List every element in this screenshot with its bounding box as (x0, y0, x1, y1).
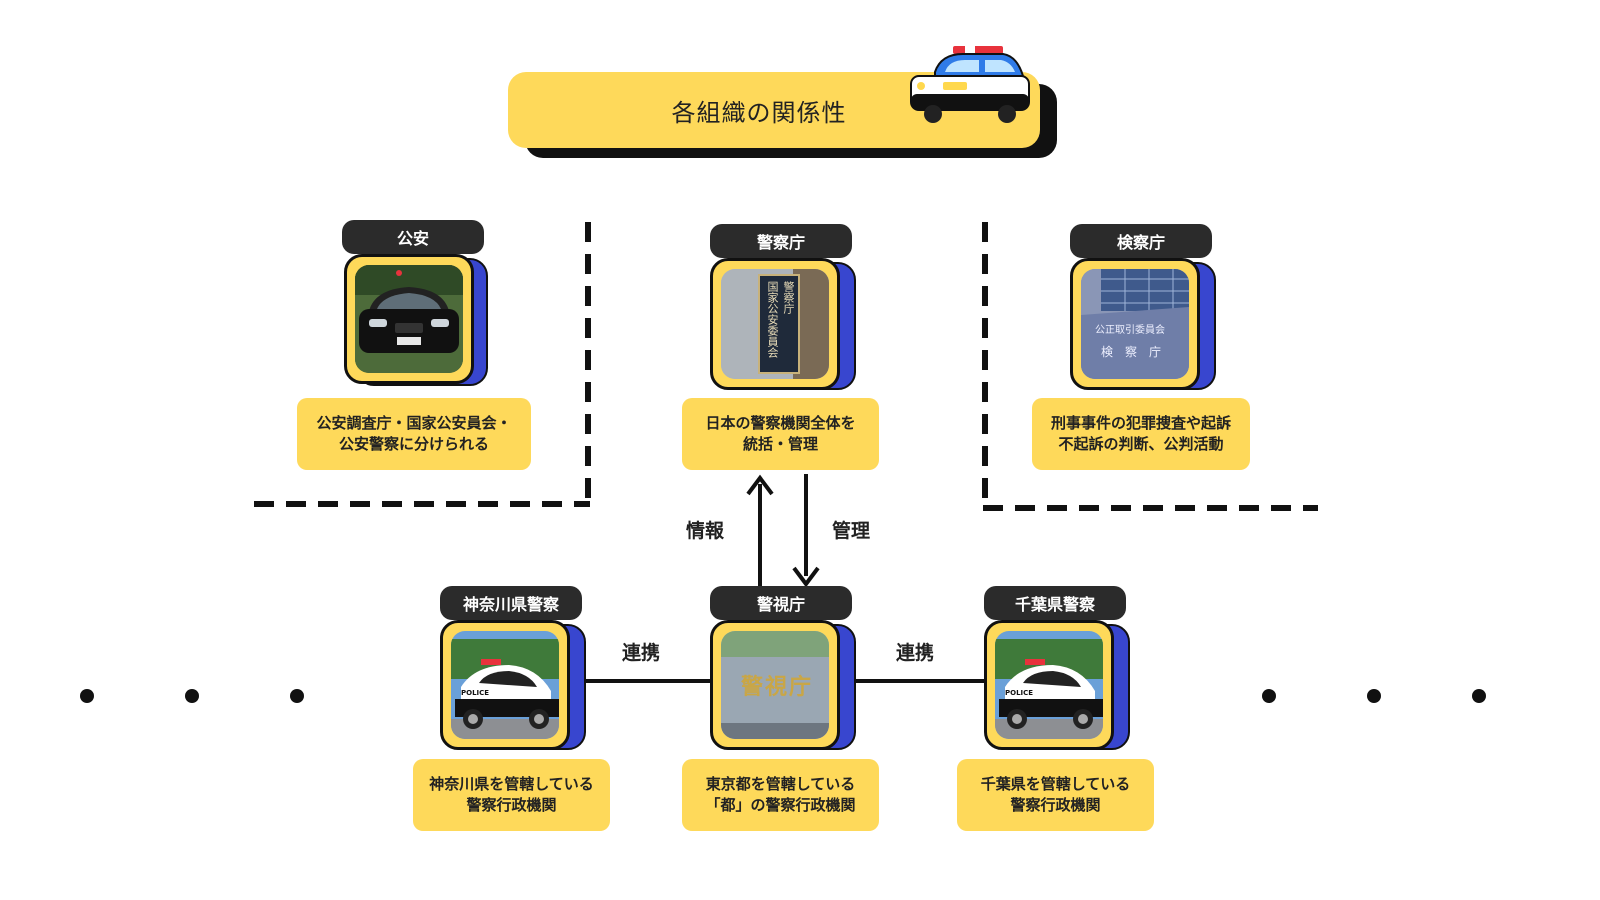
patrol-car-photo-kanagawa (451, 631, 559, 739)
kanagawa-police-text: POLICE (461, 689, 490, 697)
kensatsucho-desc-line-2: 不起訴の判断、公判活動 (1058, 435, 1224, 453)
chiba-police-text: POLICE (1005, 689, 1034, 697)
chiba-desc-line-1: 千葉県を管轄している (980, 775, 1131, 793)
mpd-sign-image (721, 631, 829, 739)
continuation-dot (290, 689, 304, 703)
chiba-description: 千葉県を管轄している 警察行政機関 (957, 759, 1154, 831)
prosecutor-building-image (1081, 269, 1189, 379)
continuation-dot (1472, 689, 1486, 703)
chiba-card: POLICE (984, 620, 1114, 750)
black-car-image (355, 265, 463, 373)
keishicho-card: 警視庁 (710, 620, 840, 750)
keisatsucho-desc-line-2: 統括・管理 (742, 435, 818, 453)
kensatsucho-desc-line-1: 刑事事件の犯罪捜査や起訴 (1050, 414, 1231, 432)
link-label-left: 連携 (622, 642, 661, 664)
npa-plaque-line-2: 警察庁 (782, 281, 795, 314)
kensatsucho-label: 検察庁 (1070, 224, 1212, 258)
kanagawa-desc-line-1: 神奈川県を管轄している (429, 775, 594, 793)
keisatsucho-card: 国家公安委員会 警察庁 (710, 258, 840, 390)
keisatsucho-description: 日本の警察機関全体を 統括・管理 (682, 398, 879, 470)
npa-plaque-image (721, 269, 829, 379)
kanagawa-label: 神奈川県警察 (440, 586, 582, 620)
link-label-right: 連携 (896, 642, 935, 664)
keisatsucho-desc-line-1: 日本の警察機関全体を (705, 414, 856, 432)
keishicho-desc-line-2: 「都」の警察行政機関 (705, 796, 856, 814)
kensatsucho-card: 公正取引委員会 検 察 庁 (1070, 258, 1200, 390)
npa-plaque-line-1: 国家公安委員会 (766, 281, 779, 358)
koan-card (344, 254, 474, 384)
keishicho-desc-line-1: 東京都を管轄している (705, 775, 856, 793)
prosecutor-sign-line-2: 検 察 庁 (1101, 345, 1162, 359)
koan-label: 公安 (342, 220, 484, 254)
keishicho-description: 東京都を管轄している 「都」の警察行政機関 (682, 759, 879, 831)
page-title: 各組織の関係性 (671, 98, 847, 127)
continuation-dot (185, 689, 199, 703)
mpd-sign-text: 警視庁 (741, 675, 814, 700)
prosecutor-sign-line-1: 公正取引委員会 (1095, 325, 1165, 336)
continuation-dot (80, 689, 94, 703)
kanagawa-card: POLICE (440, 620, 570, 750)
info-label: 情報 (686, 520, 725, 542)
koan-desc-line-1: 公安調査庁・国家公安員会・ (316, 414, 512, 432)
kensatsucho-description: 刑事事件の犯罪捜査や起訴 不起訴の判断、公判活動 (1032, 398, 1250, 470)
keishicho-label: 警視庁 (710, 586, 852, 620)
keisatsucho-label: 警察庁 (710, 224, 852, 258)
chiba-desc-line-2: 警察行政機関 (1010, 796, 1101, 814)
koan-desc-line-2: 公安警察に分けられる (338, 435, 489, 453)
manage-label: 管理 (832, 520, 871, 542)
kanagawa-desc-line-2: 警察行政機関 (466, 796, 557, 814)
chiba-label: 千葉県警察 (984, 586, 1126, 620)
patrol-car-photo-chiba (995, 631, 1103, 739)
continuation-dot (1367, 689, 1381, 703)
koan-description: 公安調査庁・国家公安員会・ 公安警察に分けられる (297, 398, 531, 470)
kanagawa-description: 神奈川県を管轄している 警察行政機関 (413, 759, 610, 831)
continuation-dot (1262, 689, 1276, 703)
patrol-car-icon (910, 46, 1030, 123)
